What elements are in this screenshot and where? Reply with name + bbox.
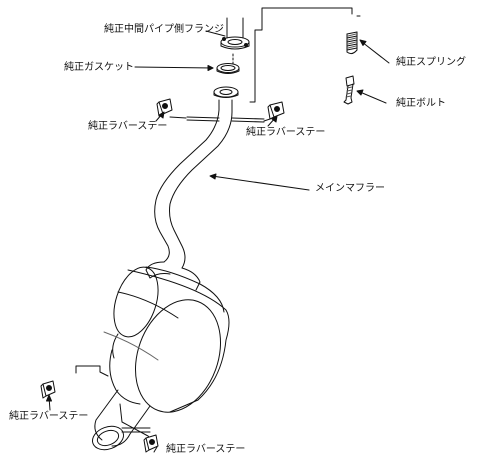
main-pipe xyxy=(154,99,233,269)
inlet-flange xyxy=(213,86,239,98)
label-rubber-stay-upper-left: 純正ラバーステー xyxy=(88,121,168,132)
muffler-body xyxy=(103,261,230,413)
gasket-part xyxy=(216,63,240,74)
label-rubber-stay-upper-right: 純正ラバーステー xyxy=(246,127,326,138)
rubber-stay-upper-right-part xyxy=(263,101,285,122)
tail-pipe xyxy=(92,389,151,451)
lower-hangers xyxy=(75,365,153,441)
pipe-hanger-upper xyxy=(186,116,265,123)
rubber-stay-lower-right-part xyxy=(143,434,159,453)
spring-part xyxy=(346,31,358,55)
label-rubber-stay-lower-right: 純正ラバーステー xyxy=(166,444,246,455)
bolt-part xyxy=(343,75,355,105)
connector-lines xyxy=(249,7,361,103)
label-rubber-stay-lower-left: 純正ラバーステー xyxy=(9,411,89,422)
label-gasket: 純正ガスケット xyxy=(64,62,134,73)
label-main-muffler: メインマフラー xyxy=(315,183,385,194)
mid-pipe xyxy=(226,17,244,65)
label-flange: 純正中間パイプ側フランジ xyxy=(104,24,224,35)
rubber-stay-lower-left-part xyxy=(40,380,56,399)
label-bolt: 純正ボルト xyxy=(396,98,446,109)
leader-lines xyxy=(46,30,390,453)
label-spring: 純正スプリング xyxy=(396,57,466,68)
flange-part xyxy=(220,36,250,50)
